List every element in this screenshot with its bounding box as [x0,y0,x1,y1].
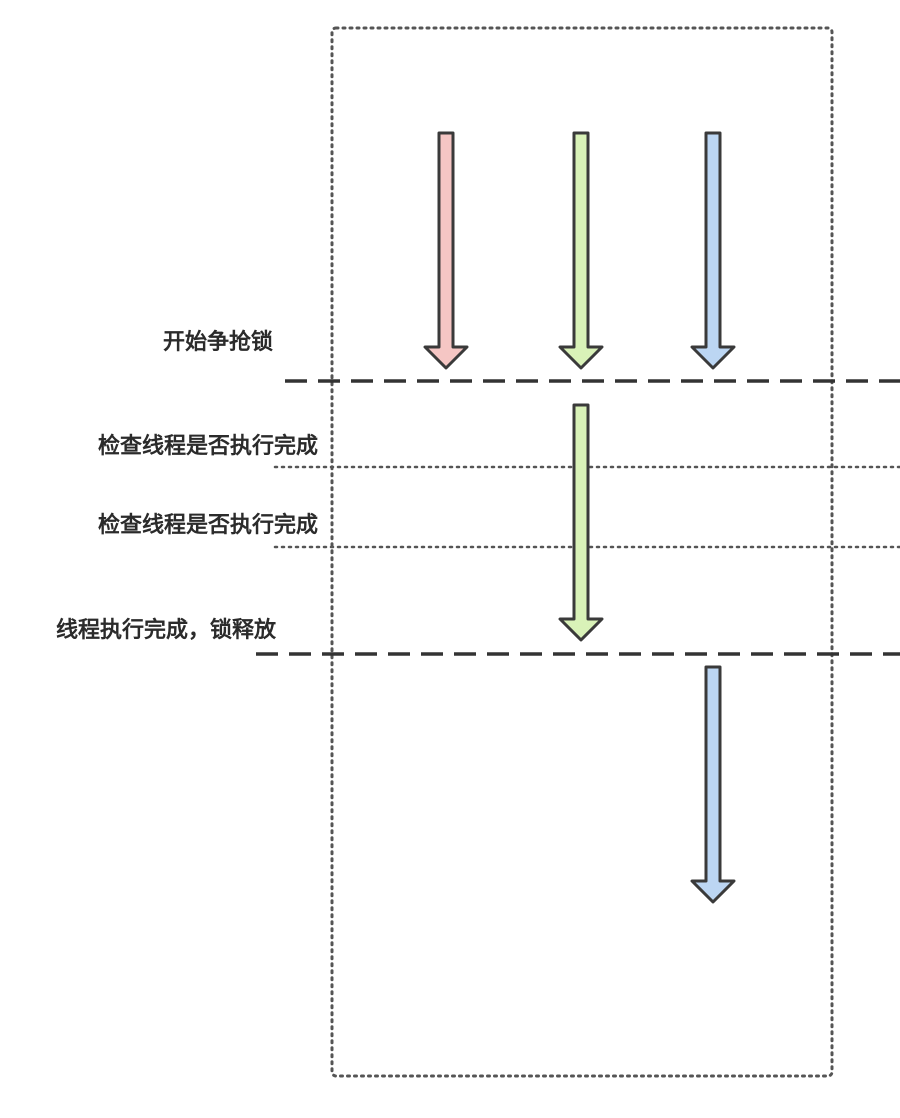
thread-3-arrow-2 [690,665,736,904]
label-done-release: 线程执行完成，锁释放 [56,618,277,643]
label-start-contend: 开始争抢锁 [163,330,274,355]
thread-2-arrow-1 [558,131,604,370]
timeline-container [330,26,834,1078]
label-check-2: 检查线程是否执行完成 [98,513,319,538]
thread-1-arrow [423,131,469,370]
thread-2-arrow-2 [558,403,604,642]
label-check-1: 检查线程是否执行完成 [98,434,319,459]
thread-3-arrow-1 [690,131,736,370]
